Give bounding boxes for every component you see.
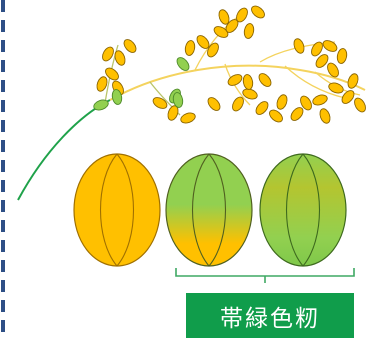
grain-yellow [73,153,161,267]
label-badge-bg [186,293,354,338]
grain-mostly-green [259,153,347,267]
greenish-grain-label: 帯緑色籾 [220,305,320,332]
rice-panicle-icon [17,5,366,201]
grouping-bracket [175,268,355,283]
grain-partly-green [165,153,253,267]
